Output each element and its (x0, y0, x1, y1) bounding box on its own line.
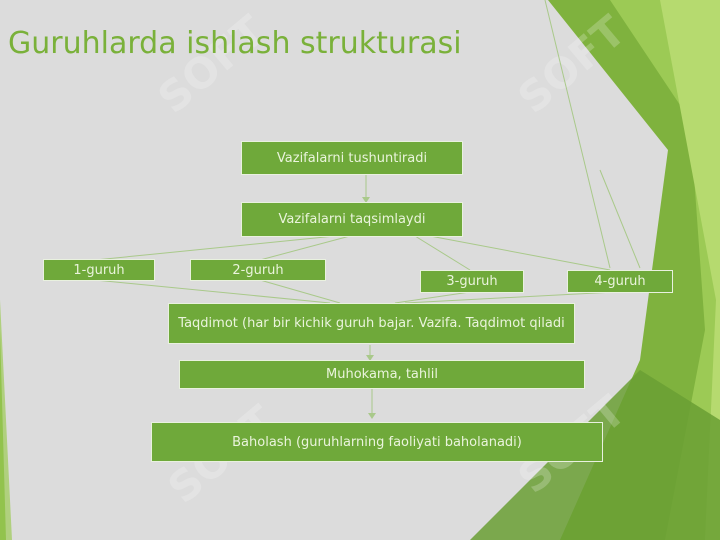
connector (94, 279, 331, 304)
connector (259, 279, 341, 304)
right-green-panel-strip (660, 0, 720, 540)
connector (94, 235, 336, 261)
connector (259, 235, 351, 261)
box-explain-tasks: Vazifalarni tushuntiradi (241, 141, 463, 175)
box-group-4: 4-guruh (567, 270, 673, 293)
box-group-3: 3-guruh (420, 270, 524, 293)
left-green-edge (0, 300, 12, 540)
arrowhead (366, 355, 374, 361)
arrowhead (368, 413, 376, 419)
connector (414, 235, 471, 271)
arrowhead (362, 197, 370, 203)
box-discussion: Muhokama, tahlil (179, 360, 585, 389)
box-distribute-tasks: Vazifalarni taqsimlaydi (241, 202, 463, 237)
box-presentation: Taqdimot (har bir kichik guruh bajar. Va… (168, 303, 575, 344)
box-group-1: 1-guruh (43, 259, 155, 281)
box-evaluation: Baholash (guruhlarning faoliyati baholan… (151, 422, 603, 462)
connector (429, 235, 611, 271)
connector (544, 0, 611, 269)
box-group-2: 2-guruh (190, 259, 326, 281)
connector (404, 291, 616, 304)
connector (599, 169, 641, 269)
slide-title: Guruhlarda ishlash strukturasi (8, 26, 462, 61)
connector (394, 291, 471, 304)
